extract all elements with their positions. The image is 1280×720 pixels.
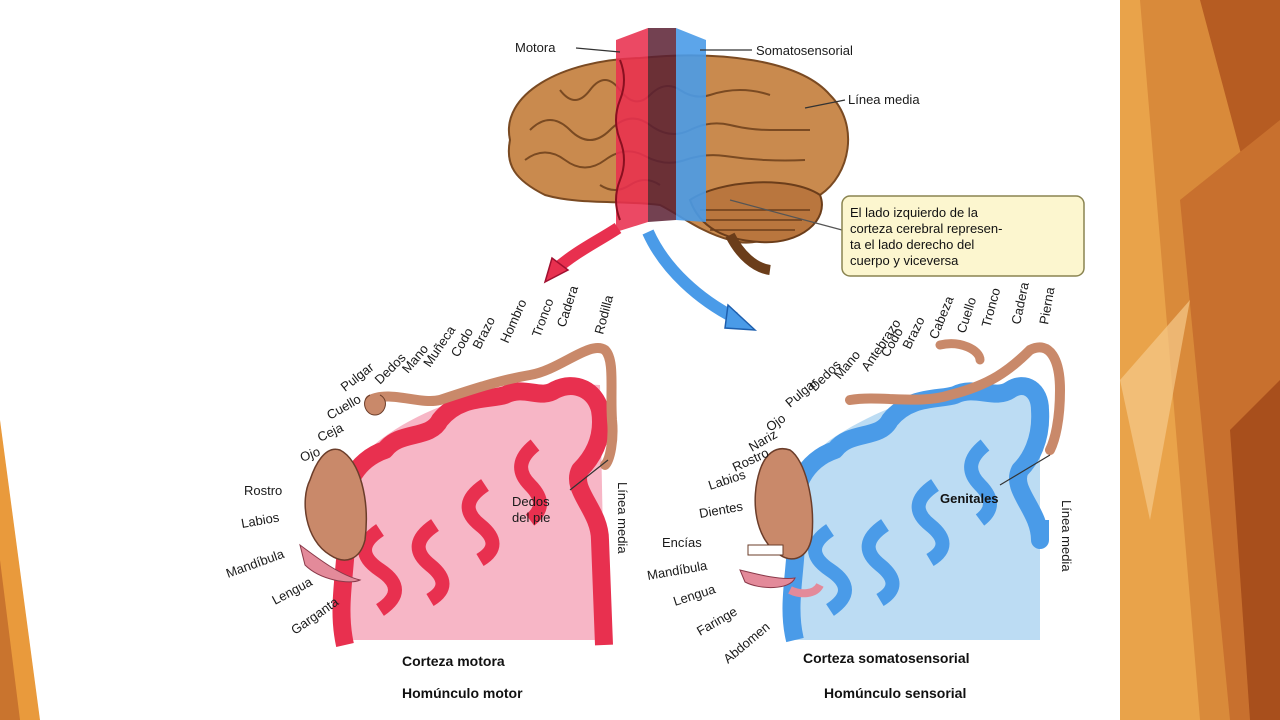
motor-label: Ojo xyxy=(298,444,322,465)
sensory-label: Cadera xyxy=(1008,280,1032,326)
sensory-label: Lengua xyxy=(671,581,718,609)
motor-cortex-caption: Corteza motora xyxy=(402,653,505,669)
motor-homunculus xyxy=(299,343,618,647)
sensory-label: Encías xyxy=(662,535,702,550)
sensory-label: Pierna xyxy=(1036,285,1057,325)
sensory-label: Abdomen xyxy=(720,619,772,666)
sensory-cortex-caption: Corteza somatosensorial xyxy=(803,650,970,666)
motor-plane xyxy=(616,28,648,232)
callout-line: ta el lado derecho del xyxy=(850,237,974,252)
motor-label: Tronco xyxy=(529,296,557,339)
motor-label: Labios xyxy=(240,509,281,531)
sensory-homunculus xyxy=(739,339,1066,643)
motor-label: Hombro xyxy=(497,297,530,345)
sensory-label: Cabeza xyxy=(926,293,957,341)
motor-label: Cuello xyxy=(324,391,363,422)
callout-box: El lado izquierdo de la corteza cerebral… xyxy=(729,195,1085,277)
motor-arrow xyxy=(543,256,570,284)
sensory-label: Tronco xyxy=(978,286,1003,329)
sensory-label: Mandíbula xyxy=(646,558,709,583)
motor-homunculus-title: Homúnculo motor xyxy=(402,685,523,701)
sensory-label: Dientes xyxy=(698,498,745,521)
somatosensory-plane xyxy=(676,28,706,222)
label-motora: Motora xyxy=(515,40,556,55)
motor-label: Rodilla xyxy=(591,293,616,336)
brain-illustration xyxy=(507,28,850,331)
motor-toes-label: del pie xyxy=(512,510,550,525)
motor-label: Cadera xyxy=(554,283,582,329)
callout-line: El lado izquierdo de la xyxy=(850,205,979,220)
sensory-arrow xyxy=(724,303,758,331)
motor-toes-label: Dedos xyxy=(512,494,550,509)
motor-label: Ceja xyxy=(315,419,346,444)
motor-label: Mandíbula xyxy=(224,546,287,581)
sensory-genitals-label: Genitales xyxy=(940,491,999,506)
motor-label: Lengua xyxy=(269,574,315,608)
sensory-homunculus-title: Homúnculo sensorial xyxy=(824,685,966,701)
sensory-label: Labios xyxy=(706,467,748,493)
label-somatosensorial: Somatosensorial xyxy=(756,43,853,58)
callout-line: corteza cerebral represen- xyxy=(850,221,1002,236)
sensory-label: Cuello xyxy=(954,295,980,335)
label-linea-media: Línea media xyxy=(848,92,920,107)
brain-labels: Motora Somatosensorial Línea media xyxy=(515,40,920,109)
callout-line: cuerpo y viceversa xyxy=(850,253,959,268)
motor-midline-label: Línea media xyxy=(615,482,630,554)
sensory-label: Faringe xyxy=(694,604,740,639)
motor-label: Rostro xyxy=(244,483,282,498)
sensory-midline-label: Línea media xyxy=(1059,500,1074,572)
